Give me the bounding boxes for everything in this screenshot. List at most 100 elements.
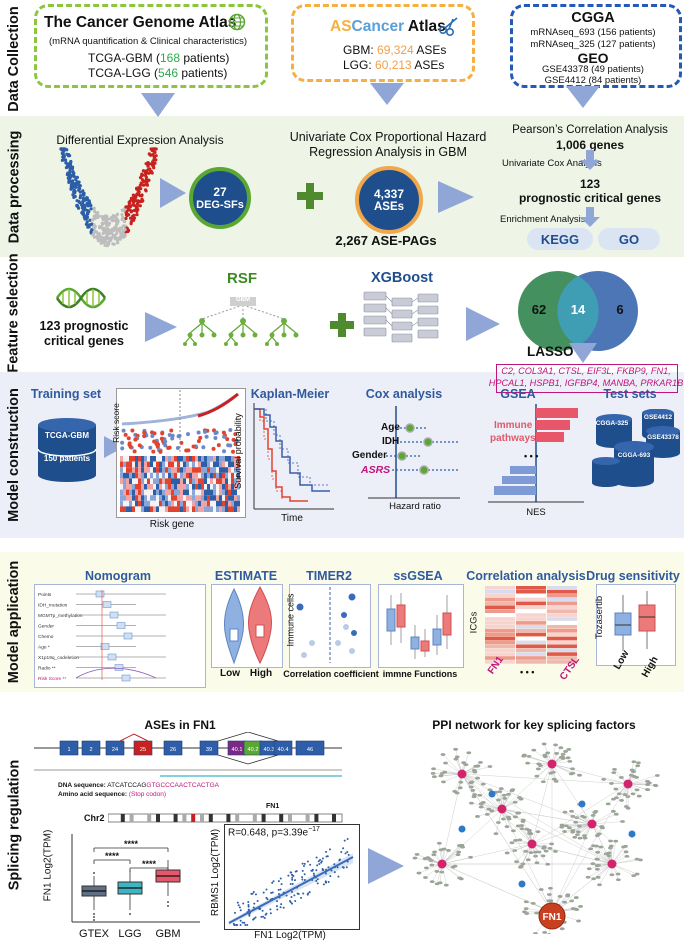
risk-gene-cell bbox=[204, 467, 207, 473]
risk-gene-cell bbox=[219, 478, 222, 484]
risk-gene-cell bbox=[123, 478, 126, 484]
heatmap-cell bbox=[485, 660, 515, 664]
estimate-low: Low bbox=[220, 668, 240, 679]
risk-gene-cell bbox=[138, 472, 141, 479]
heatmap-cell bbox=[516, 628, 546, 633]
heatmap-cell bbox=[516, 648, 546, 652]
ppi-node bbox=[546, 933, 552, 934]
scatter-point bbox=[289, 883, 292, 886]
risk-gene-cell bbox=[201, 484, 204, 490]
ppi-node bbox=[446, 849, 451, 852]
ppi-node bbox=[569, 899, 575, 903]
risk-gene-label: Risk gene bbox=[149, 519, 195, 530]
scatter-point bbox=[252, 906, 255, 909]
ppi-node bbox=[553, 743, 558, 747]
globe-icon bbox=[228, 13, 246, 31]
survival-dot bbox=[225, 437, 230, 442]
prog-label: prognostic critical genes bbox=[518, 191, 662, 205]
risk-gene-cell bbox=[174, 495, 177, 501]
risk-gene-cell bbox=[126, 495, 129, 501]
ppi-edge bbox=[524, 754, 553, 765]
risk-gene-cell bbox=[165, 461, 168, 468]
risk-gene-cell bbox=[147, 478, 150, 484]
scatter-point bbox=[244, 924, 247, 926]
risk-gene-cell bbox=[150, 472, 153, 479]
cox-idh: IDH bbox=[382, 436, 400, 447]
exon-label: 46 bbox=[307, 747, 313, 753]
risk-gene-cell bbox=[174, 472, 177, 479]
ppi-node bbox=[594, 864, 600, 867]
ppi-hub-node bbox=[547, 759, 557, 769]
ppi-node bbox=[631, 760, 637, 764]
lasso-genes-line1: C2, COL3A1, CTSL, EIF3L, FKBP9, FN1, bbox=[501, 366, 671, 376]
ppi-node bbox=[528, 851, 534, 855]
ppi-node bbox=[620, 820, 625, 823]
survival-dot bbox=[148, 445, 153, 450]
risk-gene-cell bbox=[192, 495, 195, 501]
risk-gene-cell bbox=[174, 461, 177, 468]
risk-gene-cell bbox=[129, 467, 132, 473]
chromosome-band bbox=[208, 814, 213, 822]
risk-gene-cell bbox=[168, 506, 171, 512]
heatmap-cell bbox=[516, 589, 546, 594]
risk-gene-cell bbox=[123, 456, 126, 462]
risk-gene-cell bbox=[186, 478, 189, 484]
ppi-node bbox=[471, 768, 477, 772]
risk-gene-cell bbox=[171, 484, 174, 490]
exon-label: 40.3 bbox=[264, 747, 275, 753]
tcga-gbm-line: TCGA-GBM (168 patients) bbox=[88, 51, 229, 65]
volcano-point bbox=[113, 234, 117, 238]
survival-dot bbox=[175, 445, 180, 450]
volcano-point bbox=[149, 169, 153, 174]
volcano-point bbox=[107, 228, 111, 233]
volcano-point bbox=[118, 234, 123, 239]
risk-gene-cell bbox=[216, 500, 219, 507]
volcano-point bbox=[94, 235, 98, 239]
heatmap-cell bbox=[547, 652, 577, 656]
ppi-node bbox=[572, 835, 578, 839]
xgboost-label: XGBoost bbox=[370, 270, 434, 286]
scatter-point bbox=[320, 860, 323, 863]
univariate-label: Univariate Cox Analysis bbox=[502, 158, 602, 169]
survival-dot bbox=[120, 440, 125, 445]
scatter-point bbox=[316, 882, 319, 885]
ase-count: 4,337 bbox=[373, 187, 405, 201]
ppi-node bbox=[478, 760, 483, 764]
risk-gene-cell bbox=[177, 495, 180, 501]
cox-title: Univariate Cox Proportional Hazard bbox=[289, 130, 487, 144]
scatter-point bbox=[252, 918, 255, 921]
ppi-node bbox=[595, 850, 601, 854]
nomogram-box bbox=[107, 653, 117, 661]
risk-gene-cell bbox=[153, 484, 156, 490]
ppi-node bbox=[610, 809, 616, 813]
scatter-point bbox=[265, 888, 268, 891]
volcano-point bbox=[104, 228, 109, 233]
ppi-node bbox=[423, 876, 428, 879]
risk-gene-cell bbox=[177, 484, 180, 490]
volcano-point bbox=[65, 163, 70, 167]
scatter-point bbox=[336, 866, 339, 869]
volcano-point bbox=[114, 236, 118, 240]
risk-gene-cell bbox=[192, 484, 195, 490]
risk-gene-cell bbox=[222, 456, 225, 462]
km-ylabel: Survival probability bbox=[232, 413, 243, 489]
risk-gene-cell bbox=[192, 461, 195, 468]
risk-gene-cell bbox=[201, 506, 204, 512]
risk-gene-cell bbox=[204, 500, 207, 507]
risk-gene-cell bbox=[174, 456, 177, 462]
ppi-edge bbox=[441, 763, 553, 865]
risk-curve-high bbox=[197, 392, 239, 418]
ppi-hub-node bbox=[437, 859, 447, 869]
ppi-node bbox=[513, 839, 518, 842]
ppi-node bbox=[480, 800, 486, 804]
scatter-point bbox=[279, 906, 282, 909]
nomogram-box bbox=[109, 611, 119, 619]
risk-gene-cell bbox=[144, 489, 147, 496]
timer2-title: TIMER2 bbox=[306, 569, 352, 583]
heatmap-cell bbox=[516, 621, 546, 625]
scatter-point bbox=[346, 838, 349, 840]
risk-gene-cell bbox=[150, 461, 153, 468]
ppi-node bbox=[594, 857, 600, 861]
ppi-node bbox=[510, 788, 516, 792]
risk-gene-cell bbox=[171, 478, 174, 484]
